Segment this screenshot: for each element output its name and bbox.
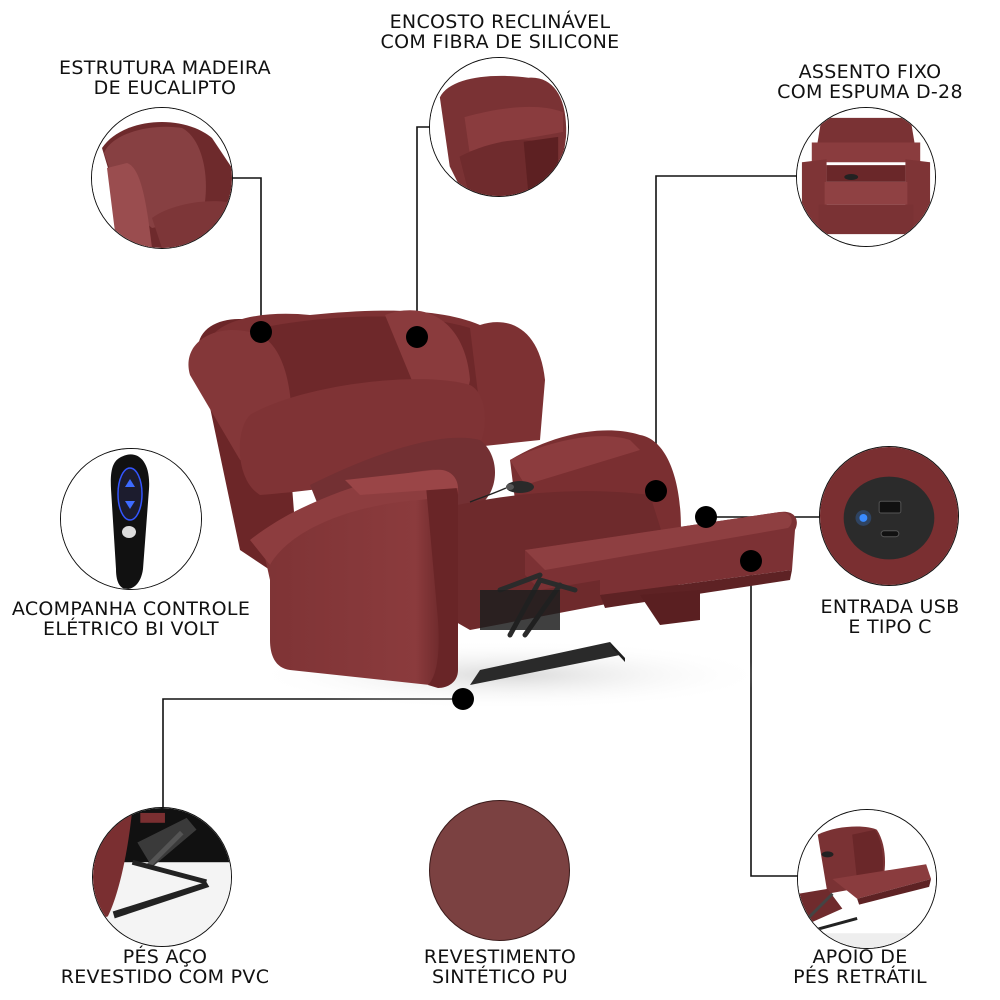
backrest-closeup-icon	[429, 57, 569, 197]
feature-label-encosto: Encosto Reclinável com Fibra de Silicone	[370, 12, 630, 52]
feature-label-assento: Assento Fixo com Espuma D-28	[760, 62, 980, 102]
usb-port-icon	[819, 446, 959, 586]
feature-label-line2: de Eucalipto	[93, 77, 237, 99]
feature-label-line2: com Fibra de Silicone	[380, 31, 620, 53]
feature-label-line2: Revestido com PVC	[60, 966, 270, 988]
feature-label-line1: Pés Aço	[122, 946, 208, 968]
armrest-closeup-icon	[91, 107, 233, 249]
feature-label-line1: Entrada USB	[820, 596, 960, 618]
feature-label-controle: Acompanha Controle Elétrico Bi Volt	[0, 599, 262, 639]
feature-label-line1: Encosto Reclinável	[389, 11, 611, 33]
feature-label-apoio: Apoio de Pés Retrátil	[770, 947, 950, 987]
feature-label-line1: Revestimento	[423, 946, 577, 968]
feature-label-estrutura: Estrutura Madeira de Eucalipto	[50, 58, 280, 98]
hotspot-assento[interactable]	[645, 480, 667, 502]
hotspot-pes[interactable]	[452, 688, 474, 710]
feature-label-line1: Apoio de	[812, 946, 908, 968]
feature-label-line2: e Tipo C	[848, 616, 932, 638]
feature-label-line1: Assento Fixo	[798, 61, 942, 83]
feature-label-usb: Entrada USB e Tipo C	[800, 597, 980, 637]
feature-label-line1: Estrutura Madeira	[59, 57, 271, 79]
feature-label-line1: Acompanha Controle	[11, 598, 251, 620]
hotspot-apoio[interactable]	[740, 550, 762, 572]
color-swatch-icon	[429, 800, 570, 941]
hotspot-usb[interactable]	[695, 506, 717, 528]
recliner-hero-image	[180, 290, 820, 710]
hotspot-estrutura[interactable]	[250, 321, 272, 343]
feature-label-pes: Pés Aço Revestido com PVC	[40, 947, 290, 987]
feature-label-line2: Sintético PU	[432, 966, 568, 988]
feature-label-revestimento: Revestimento Sintético PU	[410, 947, 590, 987]
seat-front-view-icon	[796, 107, 936, 247]
retractable-footrest-icon	[797, 809, 937, 949]
feature-label-line2: com Espuma D-28	[777, 81, 963, 103]
feature-label-line2: Elétrico Bi Volt	[43, 618, 219, 640]
feature-label-line2: Pés Retrátil	[793, 966, 927, 988]
hotspot-encosto[interactable]	[406, 326, 428, 348]
steel-feet-icon	[92, 807, 232, 947]
recliner-illustration	[188, 310, 797, 710]
remote-control-icon	[60, 448, 202, 590]
